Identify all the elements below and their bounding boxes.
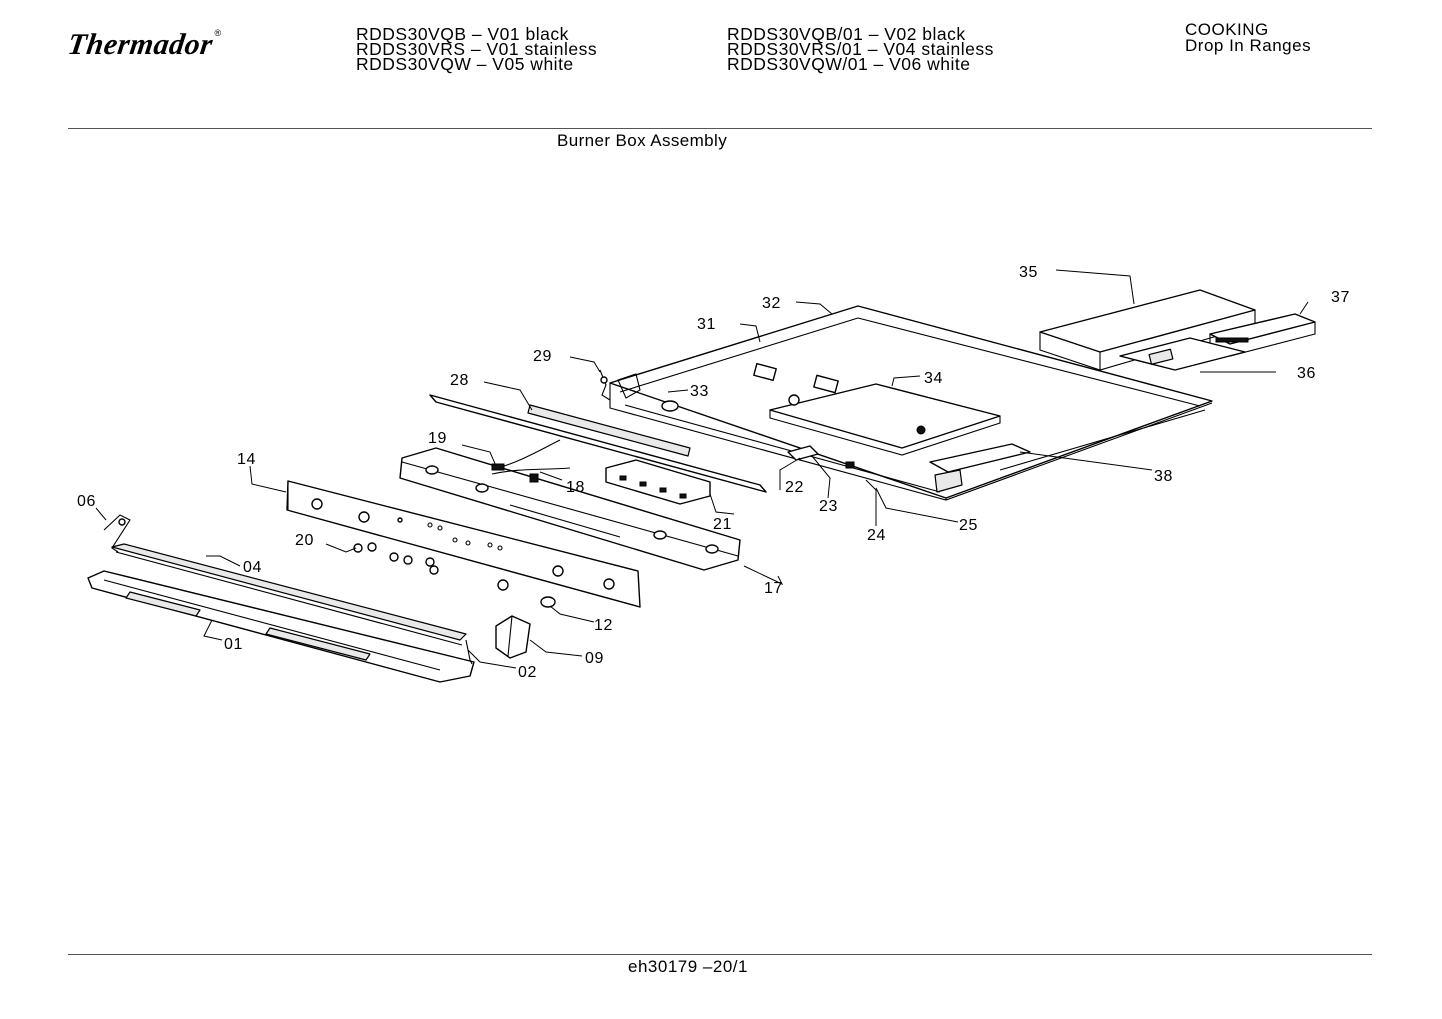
part-lower-trim-01 — [87, 570, 475, 683]
part-bracket-38 — [929, 443, 1031, 493]
label-37: 37 — [1331, 289, 1350, 306]
part-top-cover — [1039, 289, 1256, 371]
label-28: 28 — [450, 372, 469, 389]
label-29: 29 — [533, 348, 552, 365]
part-wire-19 — [491, 439, 571, 483]
category-subtitle: Drop In Ranges — [1185, 36, 1312, 55]
label-22: 22 — [785, 479, 804, 496]
label-20: 20 — [295, 532, 314, 549]
label-09: 09 — [585, 650, 604, 667]
header-divider — [68, 128, 1372, 129]
model-list-right: RDDS30VQB/01 – V02 black RDDS30VRS/01 – … — [727, 24, 994, 74]
label-36: 36 — [1297, 365, 1316, 382]
model-line: RDDS30VQW – V05 white — [356, 54, 574, 74]
category-block: COOKING Drop In Ranges — [1185, 20, 1312, 55]
label-18: 18 — [566, 479, 585, 496]
label-34: 34 — [924, 370, 943, 387]
model-list-left: RDDS30VQB – V01 black RDDS30VRS – V01 st… — [356, 24, 598, 74]
part-bracket-rail-17 — [399, 447, 741, 571]
label-06: 06 — [77, 493, 96, 510]
part-clips-20 — [353, 542, 439, 575]
registered-mark: ® — [214, 28, 222, 38]
label-33: 33 — [690, 383, 709, 400]
part-tray-36 — [1119, 337, 1246, 371]
model-line: RDDS30VRS – V01 stainless — [356, 39, 598, 59]
model-line: RDDS30VRS/01 – V04 stainless — [727, 39, 994, 59]
part-labels: 35 37 36 32 31 29 28 33 34 19 18 14 06 3… — [77, 264, 1350, 681]
label-24: 24 — [867, 527, 886, 544]
part-trim-04 — [111, 543, 467, 646]
part-control-panel-14 — [286, 480, 641, 608]
label-19: 19 — [428, 430, 447, 447]
part-switch-plate-21 — [605, 459, 711, 505]
label-14: 14 — [237, 451, 256, 468]
category-title: COOKING — [1185, 20, 1269, 39]
panel-holes — [427, 522, 503, 551]
part-bracket-22 — [787, 445, 855, 469]
part-hinge-06 — [103, 514, 131, 553]
part-clip-29 — [599, 369, 611, 401]
part-02 — [465, 639, 473, 665]
label-04: 04 — [243, 559, 262, 576]
label-21: 21 — [713, 516, 732, 533]
model-line: RDDS30VQB – V01 black — [356, 24, 569, 44]
leader-lines — [95, 269, 1309, 669]
label-32: 32 — [762, 295, 781, 312]
label-35: 35 — [1019, 264, 1038, 281]
part-burner-plate — [769, 383, 1001, 456]
label-25: 25 — [959, 517, 978, 534]
model-line: RDDS30VQW/01 – V06 white — [727, 54, 971, 74]
label-02: 02 — [518, 664, 537, 681]
label-17: 17 — [764, 580, 783, 597]
page-code: eh30179 –20/1 — [628, 957, 748, 976]
footer-divider — [68, 954, 1372, 955]
part-rail-28 — [429, 394, 767, 493]
label-23: 23 — [819, 498, 838, 515]
model-line: RDDS30VQB/01 – V02 black — [727, 24, 966, 44]
part-end-cap-09 — [495, 615, 531, 659]
label-38: 38 — [1154, 468, 1173, 485]
label-01: 01 — [224, 636, 243, 653]
brand-logo: Thermador® — [66, 28, 222, 62]
label-31: 31 — [697, 316, 716, 333]
part-knob-12 — [540, 596, 556, 608]
label-12: 12 — [594, 617, 613, 634]
section-title: Burner Box Assembly — [557, 131, 728, 150]
